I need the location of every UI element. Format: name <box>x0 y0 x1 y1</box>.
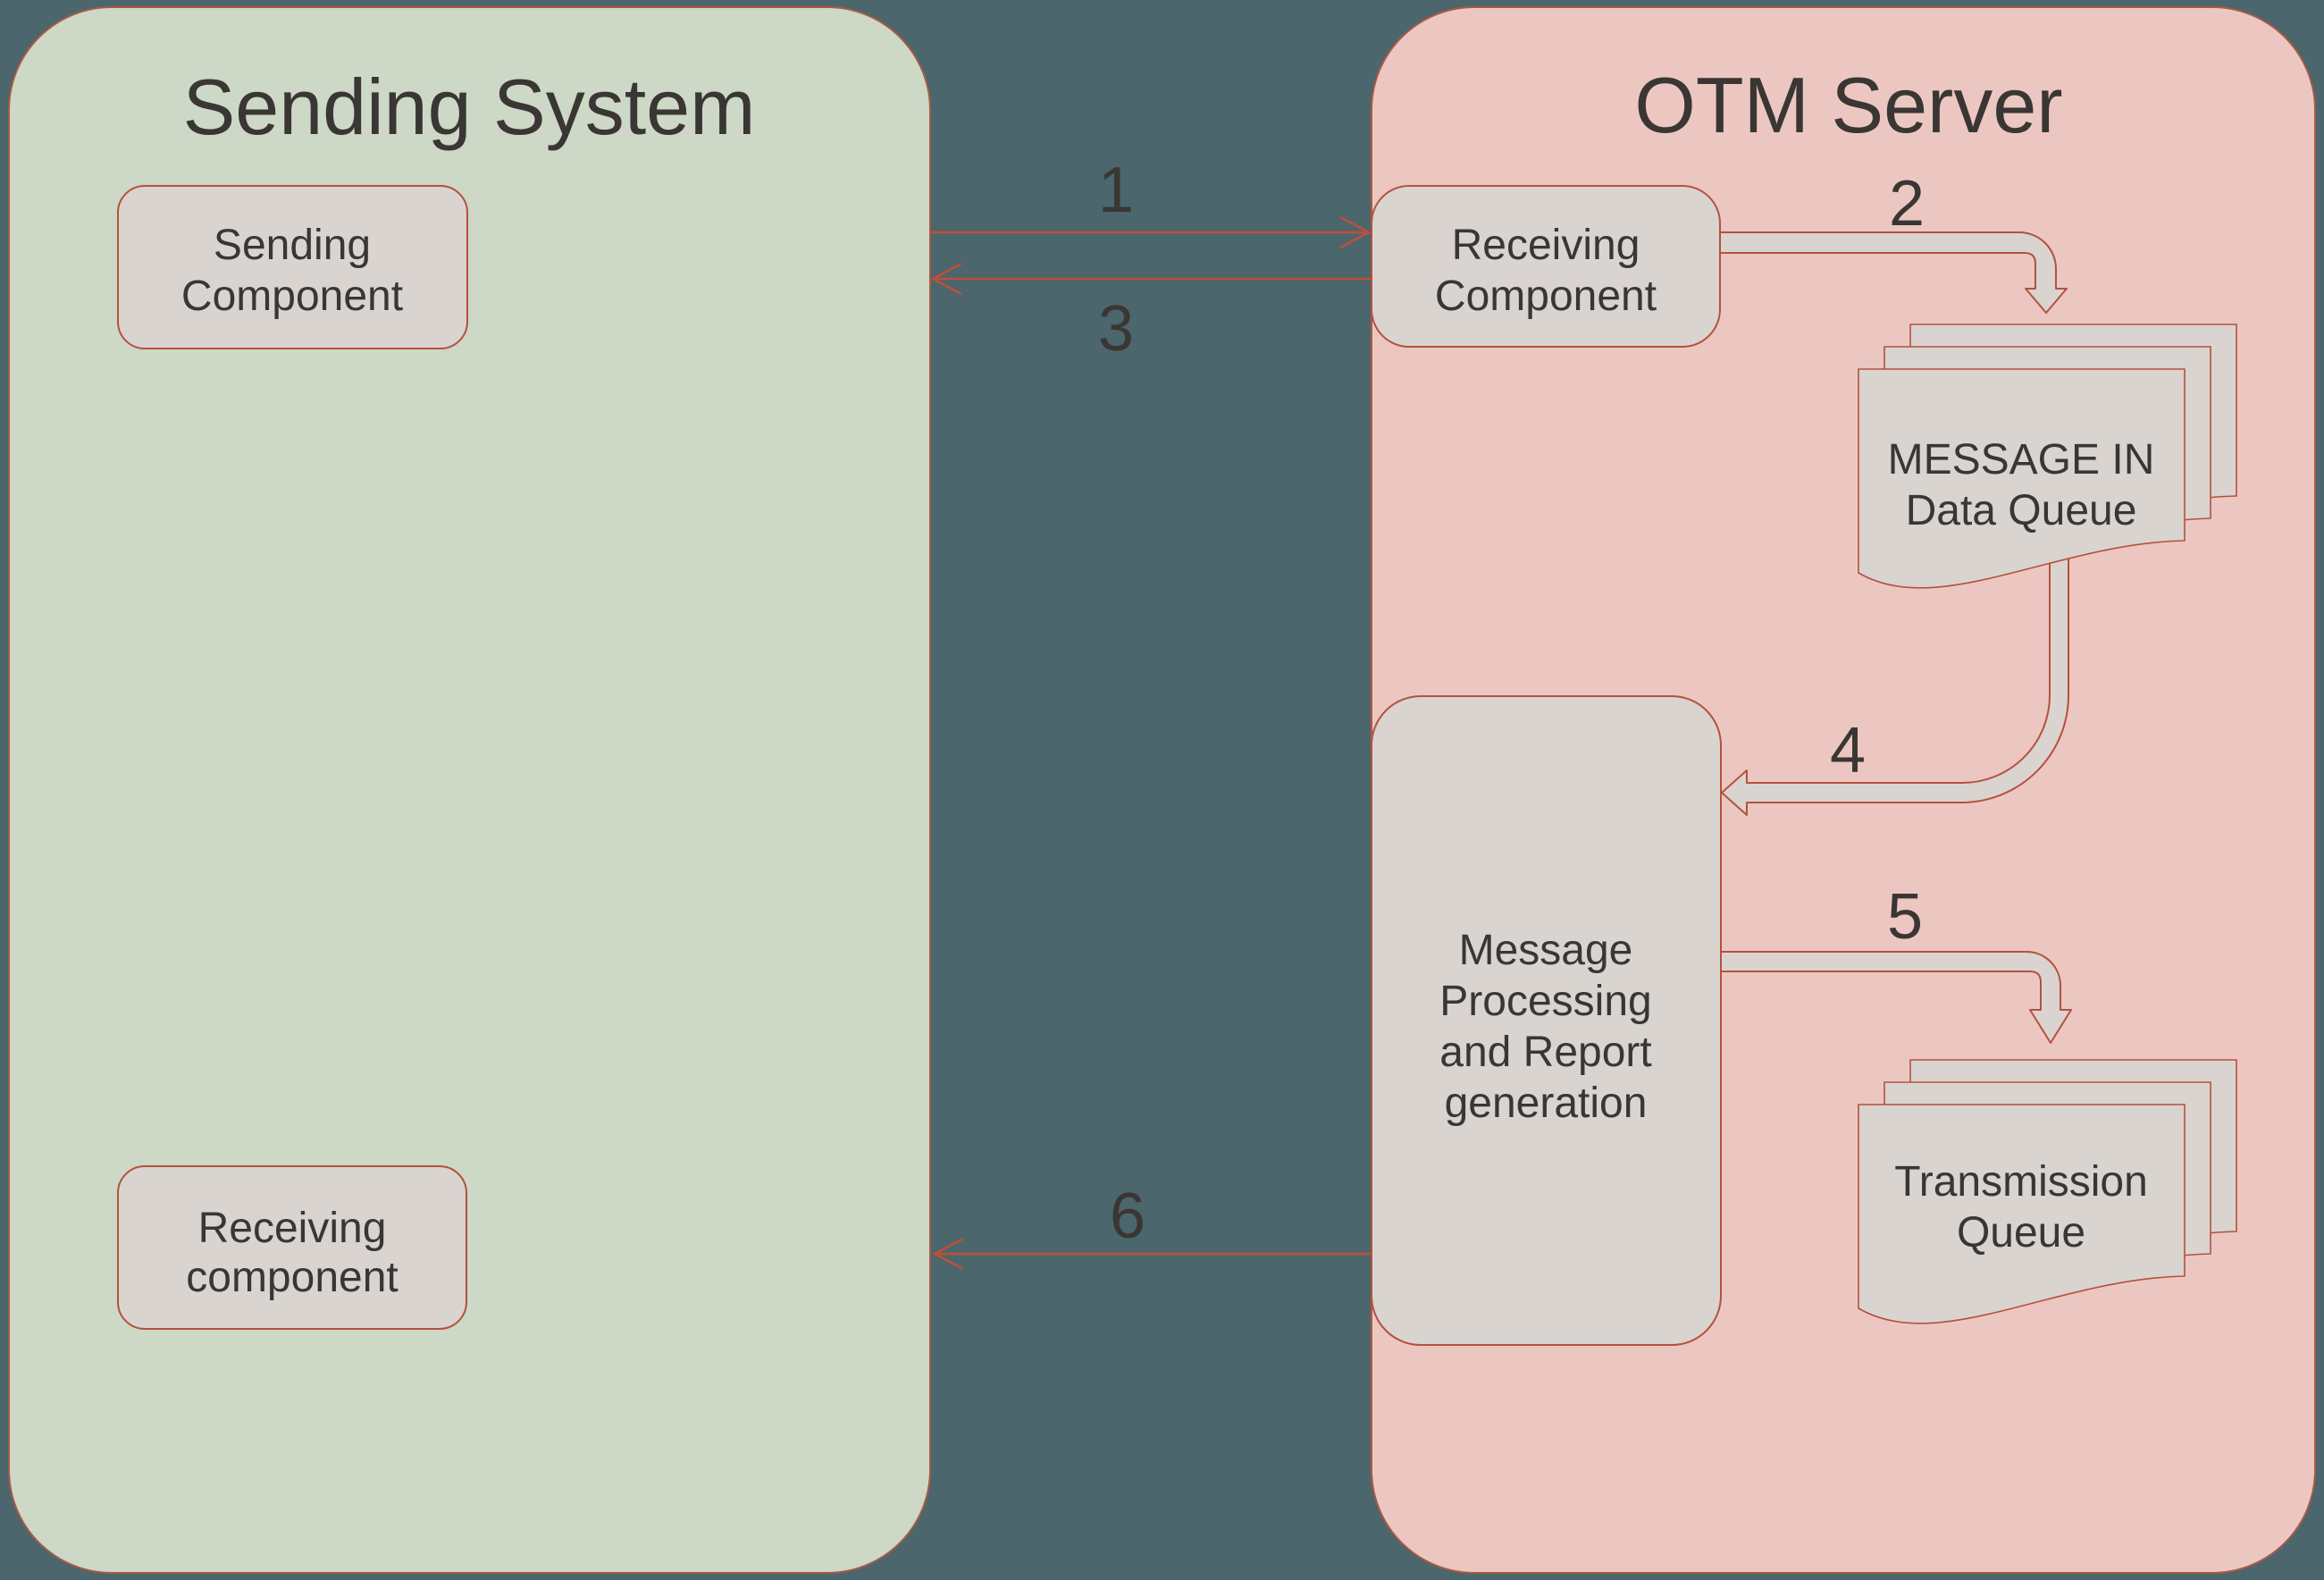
sending-system-title: Sending System <box>183 63 756 151</box>
step-number-4: 4 <box>1830 715 1866 786</box>
arrowhead-left-icon <box>930 262 962 296</box>
message-in-queue-label: MESSAGE IN <box>1888 436 2155 483</box>
sending-component-label: Component <box>181 273 403 320</box>
receiving-component-bottom-label: Receiving <box>198 1205 387 1252</box>
box-message-processing: Message Processing and Report generation <box>1371 695 1722 1346</box>
block-arrow-step2 <box>1719 231 2068 314</box>
receiving-component-top-label: Receiving <box>1452 222 1640 269</box>
arrowhead-left-icon <box>932 1237 964 1271</box>
line-arrow-step1 <box>930 215 1372 249</box>
otm-server-title: OTM Server <box>1634 61 2062 149</box>
line-arrow-step6 <box>932 1237 1372 1271</box>
box-receiving-component-bottom: Receiving component <box>117 1165 467 1330</box>
message-processing-label: and Report <box>1439 1029 1652 1076</box>
message-in-queue-stack: MESSAGE IN Data Queue <box>1858 324 2237 589</box>
block-arrow-step5 <box>1719 951 2072 1044</box>
message-processing-label: generation <box>1445 1080 1648 1127</box>
block-arrow-step4 <box>1721 551 2069 816</box>
transmission-queue-label: Transmission <box>1894 1158 2148 1206</box>
line-arrow-step3 <box>930 262 1372 296</box>
step-number-5: 5 <box>1887 881 1923 953</box>
arrowhead-right-icon <box>1339 215 1372 249</box>
step-number-2: 2 <box>1889 168 1925 240</box>
message-processing-label: Message <box>1459 927 1633 974</box>
step-number-3: 3 <box>1098 293 1134 365</box>
message-processing-label: Processing <box>1439 978 1651 1025</box>
step-number-6: 6 <box>1110 1181 1145 1252</box>
receiving-component-bottom-label: component <box>186 1254 399 1301</box>
transmission-queue-label: Queue <box>1957 1209 2085 1256</box>
box-receiving-component-top: Receiving Component <box>1371 185 1721 348</box>
message-in-queue-label: Data Queue <box>1906 487 2137 534</box>
transmission-queue-stack: Transmission Queue <box>1858 1059 2237 1324</box>
receiving-component-top-label: Component <box>1435 273 1657 320</box>
step-number-1: 1 <box>1098 155 1134 226</box>
document-sheet <box>1858 1104 2186 1324</box>
box-sending-component: Sending Component <box>117 185 468 349</box>
sending-component-label: Sending <box>214 222 371 269</box>
document-sheet <box>1858 368 2186 589</box>
